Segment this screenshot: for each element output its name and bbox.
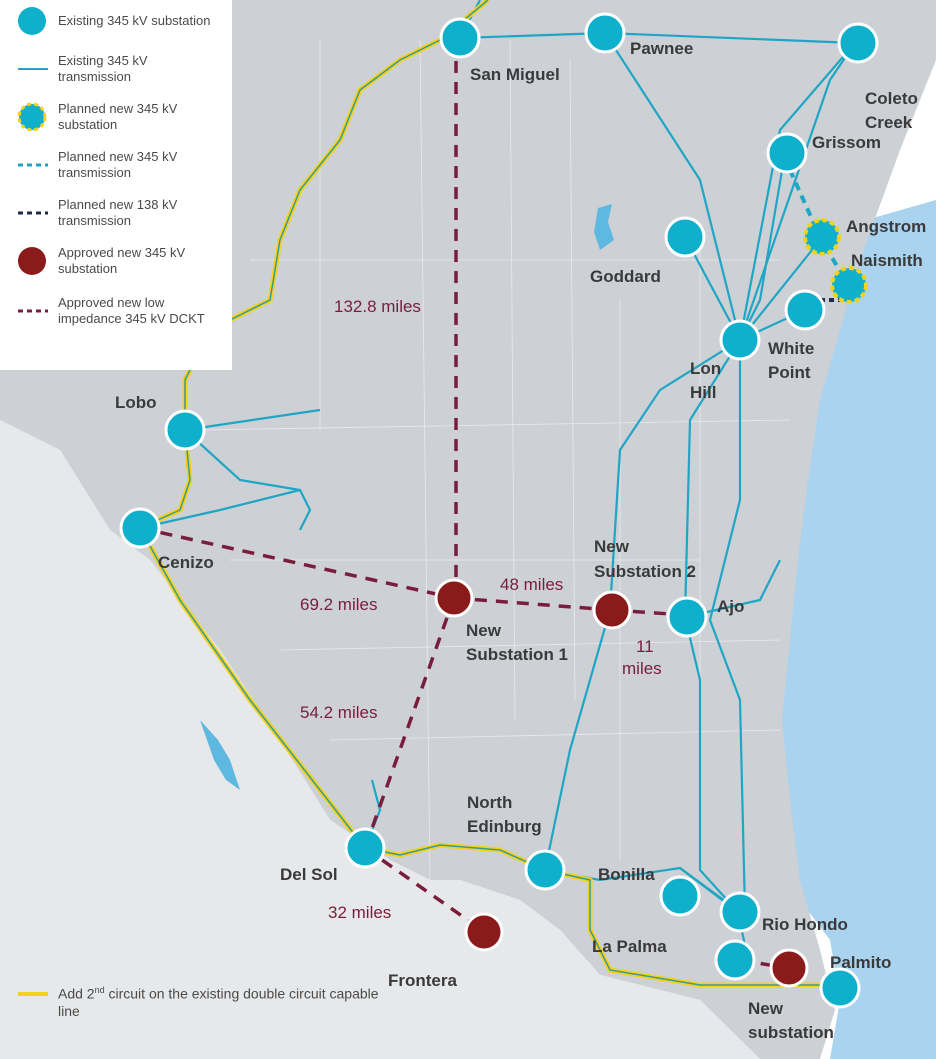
legend-second-circuit: Add 2nd circuit on the existing double c…: [14, 982, 388, 1020]
label-goddard: Goddard: [590, 267, 661, 286]
distance-11-unit: miles: [622, 659, 662, 678]
label-new-substation-b: substation: [748, 1023, 834, 1042]
substation-new-palmito: [769, 948, 809, 988]
label-grissom: Grissom: [812, 133, 881, 152]
substation-new-1: [434, 578, 474, 618]
legend-existing-substation: Existing 345 kV substation: [14, 4, 218, 38]
substation-lon-hill: [719, 319, 761, 361]
label-pawnee: Pawnee: [630, 39, 693, 58]
legend-second-circuit-pre: Add 2: [58, 985, 95, 1002]
label-lon: Lon: [690, 359, 721, 378]
substation-coleto-creek: [837, 22, 879, 64]
legend-approved-dckt: Approved new low impedance 345 kV DCKT: [14, 294, 218, 328]
label-bonilla: Bonilla: [598, 865, 655, 884]
label-ajo: Ajo: [717, 597, 744, 616]
label-del-sol: Del Sol: [280, 865, 338, 884]
legend-second-circuit-sup: nd: [94, 985, 105, 995]
county-lines: [199, 39, 791, 881]
substation-goddard: [664, 216, 706, 258]
label-new-sub2-a: New: [594, 537, 630, 556]
label-la-palma: La Palma: [592, 937, 667, 956]
legend-planned-substation: Planned new 345 kV substation: [14, 100, 218, 134]
distance-11-num: 11: [636, 637, 654, 656]
distance-labels: 132.8 miles 69.2 miles 48 miles 11 miles…: [300, 297, 662, 922]
label-north: North: [467, 793, 512, 812]
substation-san-miguel: [439, 17, 481, 59]
label-white: White: [768, 339, 814, 358]
substation-palmito: [819, 967, 861, 1009]
label-hill: Hill: [690, 383, 716, 402]
legend-approved-dckt-text: Approved new low impedance 345 kV DCKT: [58, 295, 205, 326]
legend-second-circuit-post: circuit on the existing double circuit c…: [58, 985, 379, 1019]
legend-planned-345-text: Planned new 345 kV transmission: [58, 149, 178, 180]
substation-north-edinburg: [524, 849, 566, 891]
substation-grissom: [766, 132, 808, 174]
label-lobo: Lobo: [115, 393, 157, 412]
substation-frontera: [464, 912, 504, 952]
station-labels: San Miguel Pawnee Coleto Creek Grissom A…: [115, 39, 926, 1042]
falcon-lake: [200, 720, 240, 790]
substation-rio-hondo: [719, 891, 761, 933]
label-frontera: Frontera: [388, 971, 458, 990]
legend-existing-transmission: Existing 345 kV transmission: [14, 52, 218, 86]
legend-planned-345-transmission: Planned new 345 kV transmission: [14, 148, 218, 182]
substation-new-2: [592, 590, 632, 630]
label-san-miguel: San Miguel: [470, 65, 560, 84]
label-new-substation-a: New: [748, 999, 784, 1018]
label-rio-hondo: Rio Hondo: [762, 915, 848, 934]
substation-angstrom: [803, 218, 841, 256]
gulf-water: [760, 200, 936, 1059]
substation-lobo: [164, 409, 206, 451]
label-palmito: Palmito: [830, 953, 891, 972]
distance-69-2: 69.2 miles: [300, 595, 377, 614]
approved-dckt-lines: [139, 40, 788, 970]
label-coleto: Coleto: [865, 89, 918, 108]
legend-second-circuit-text: Add 2nd circuit on the existing double c…: [58, 982, 388, 1020]
label-new-sub2-b: Substation 2: [594, 562, 696, 581]
substation-white-point: [784, 289, 826, 331]
distance-48: 48 miles: [500, 575, 563, 594]
label-naismith: Naismith: [851, 251, 923, 270]
legend-approved-substation-text: Approved new 345 kV substation: [58, 245, 186, 276]
legend-approved-substation: Approved new 345 kV substation: [14, 244, 218, 278]
substation-cenizo: [119, 507, 161, 549]
substations: [119, 12, 879, 1009]
distance-32: 32 miles: [328, 903, 391, 922]
label-edinburg: Edinburg: [467, 817, 542, 836]
label-new-sub1-a: New: [466, 621, 502, 640]
legend-existing-substation-text: Existing 345 kV substation: [58, 13, 211, 28]
distance-54-2: 54.2 miles: [300, 703, 377, 722]
label-creek: Creek: [865, 113, 913, 132]
legend-planned-138-text: Planned new 138 kV transmission: [58, 197, 178, 228]
legend-planned-substation-text: Planned new 345 kV substation: [58, 101, 178, 132]
label-angstrom: Angstrom: [846, 217, 926, 236]
substation-pawnee: [584, 12, 626, 54]
label-new-sub1-b: Substation 1: [466, 645, 568, 664]
reservoir: [594, 204, 614, 250]
label-point: Point: [768, 363, 811, 382]
substation-ajo: [666, 596, 708, 638]
legend-planned-138-transmission: Planned new 138 kV transmission: [14, 196, 218, 230]
map-legend: Existing 345 kV substation Existing 345 …: [0, 0, 232, 370]
substation-del-sol: [344, 827, 386, 869]
label-cenizo: Cenizo: [158, 553, 214, 572]
substation-la-palma: [714, 939, 756, 981]
substation-bonilla: [659, 875, 701, 917]
mexico-land: [0, 420, 760, 1059]
distance-132-8: 132.8 miles: [334, 297, 421, 316]
substation-naismith: [830, 266, 868, 304]
legend-existing-transmission-text: Existing 345 kV transmission: [58, 53, 148, 84]
